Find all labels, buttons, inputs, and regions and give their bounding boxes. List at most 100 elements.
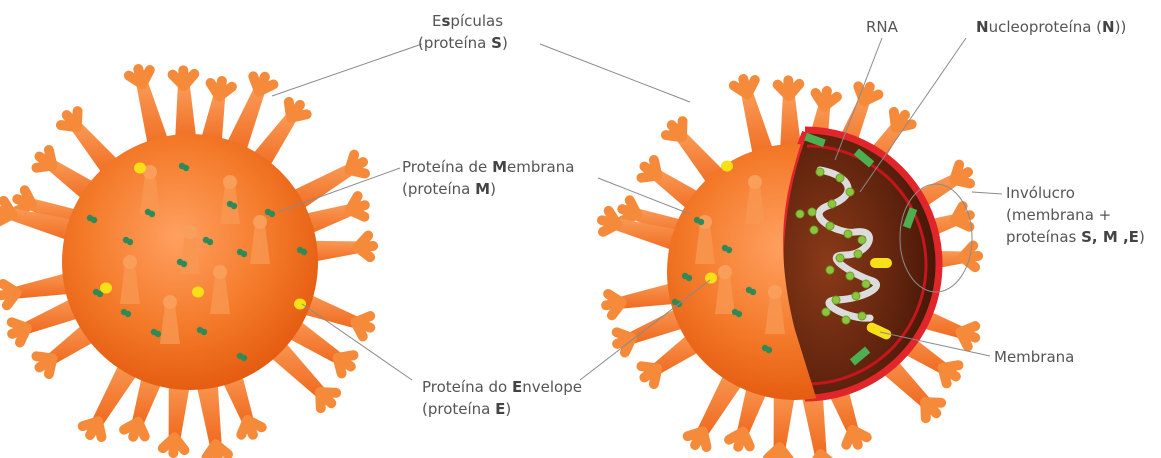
spike-lobe [289,102,291,118]
nucleoprotein-bead [810,226,818,234]
spike-lobe [61,125,77,127]
front-spike-head [213,265,227,279]
spike-lobe [36,166,52,168]
membrane-protein-dot [127,239,133,245]
spike-lobe [355,316,370,322]
sectioned-virus [602,79,978,458]
spike-lobe [925,402,941,403]
label-spiculas-line2: (proteína S) [418,34,508,52]
spike-protein [173,70,197,144]
label-involucro-line2: (membrana + [1006,206,1111,224]
spike-lobe [349,155,354,170]
front-spike-head [253,215,267,229]
spike-lobe [654,368,657,384]
membrane-protein-dot [301,249,307,255]
envelope-protein-dot [192,287,204,298]
membrane-protein-dot [766,347,772,353]
spike-lobe [350,196,358,210]
nucleoprotein-bead [852,292,860,300]
label-involucro-line3: proteínas S, M ,E) [1006,228,1145,246]
spike-lobe [603,224,617,231]
membrane-protein-dot [698,219,704,225]
spike-lobe [703,431,706,447]
label-spiculas-line1: Espículas [432,12,503,30]
nucleoprotein-bead [842,316,850,324]
membrane-protein-dot [269,211,275,217]
spike-lobe [20,328,27,343]
front-spike-head [163,295,177,309]
label-membrana-m-line2: (proteína M) [402,180,496,198]
membrane-protein-dot [155,331,161,337]
nucleoprotein-bead [844,230,852,238]
nucleoprotein-bead [858,312,866,320]
envelope-protein-dot [100,283,112,294]
spike-lobe [894,112,896,128]
nucleoprotein-bead [826,266,834,274]
nucleoprotein-bead [836,254,844,262]
spike-lobe [960,326,975,332]
nucleoprotein-bead [846,188,854,196]
leader-spiculas-right [540,44,690,102]
membrane-protein-dot [201,329,207,335]
label-membrana-m-line1: Proteína de Membrana [402,158,574,176]
membrane-protein-dot [91,217,97,223]
membrane-protein-dot [231,203,237,209]
nucleoprotein-bead [808,208,816,216]
membrane-protein-dot [181,261,187,267]
front-spike-head [183,225,197,239]
membrane-protein-dot [125,311,131,317]
nucleoprotein-bead [822,308,830,316]
spike-lobe [858,86,864,101]
label-membrana: Membrana [994,348,1074,366]
spike-lobe [852,430,866,437]
envelope-protein-dot [294,299,306,310]
envelope-protein-dot [134,163,146,174]
nucleoprotein-bead [846,272,854,280]
nucleoprotein-bead [828,200,836,208]
spike-lobe [253,76,259,91]
spike-lobe [0,214,12,221]
membrane-protein-dot [736,311,742,317]
intact-virus [0,69,373,458]
spike-lobe [338,355,354,358]
label-rna: RNA [866,18,899,36]
envelope-protein-dot [721,161,733,172]
nucleoprotein-bead [826,222,834,230]
nucleoprotein-bead [862,280,870,288]
spike-lobe [943,365,959,368]
nucleoprotein-bead [854,250,862,258]
envelope-protein-bar [870,258,892,268]
nucleoprotein-bead [816,168,824,176]
front-spike-head [123,255,137,269]
nucleoprotein-bead [832,296,840,304]
leader-spiculas-left [272,44,422,96]
front-spike-head [718,265,732,279]
leader-involucro [972,192,1002,194]
spike-lobe [247,420,261,427]
spike-lobe [641,176,657,178]
membrane-protein-dot [149,211,155,217]
membrane-protein-dot [750,289,756,295]
membrane-protein-dot [183,165,189,171]
spike-lobe [98,421,101,437]
membrane-protein-dot [726,247,732,253]
front-spike-head [223,175,237,189]
leader-nucleoproteina [860,38,966,192]
label-involucro-line1: Invólucro [1006,184,1075,202]
spike-lobe [49,358,52,374]
membrane-protein-dot [686,275,692,281]
front-spike-head [748,175,762,189]
spike-lobe [666,135,682,137]
membrane-protein-dot [207,239,213,245]
nucleoprotein-bead [836,174,844,182]
spike-lobe [821,454,833,458]
spike-lobe [320,392,336,393]
nucleoprotein-bead [796,210,804,218]
membrane-protein-dot [241,251,247,257]
spike-lobe [138,422,145,437]
label-envelope-line2: (proteína E) [422,400,511,418]
nucleoprotein-bead [858,236,866,244]
spike-lobe [954,165,959,180]
